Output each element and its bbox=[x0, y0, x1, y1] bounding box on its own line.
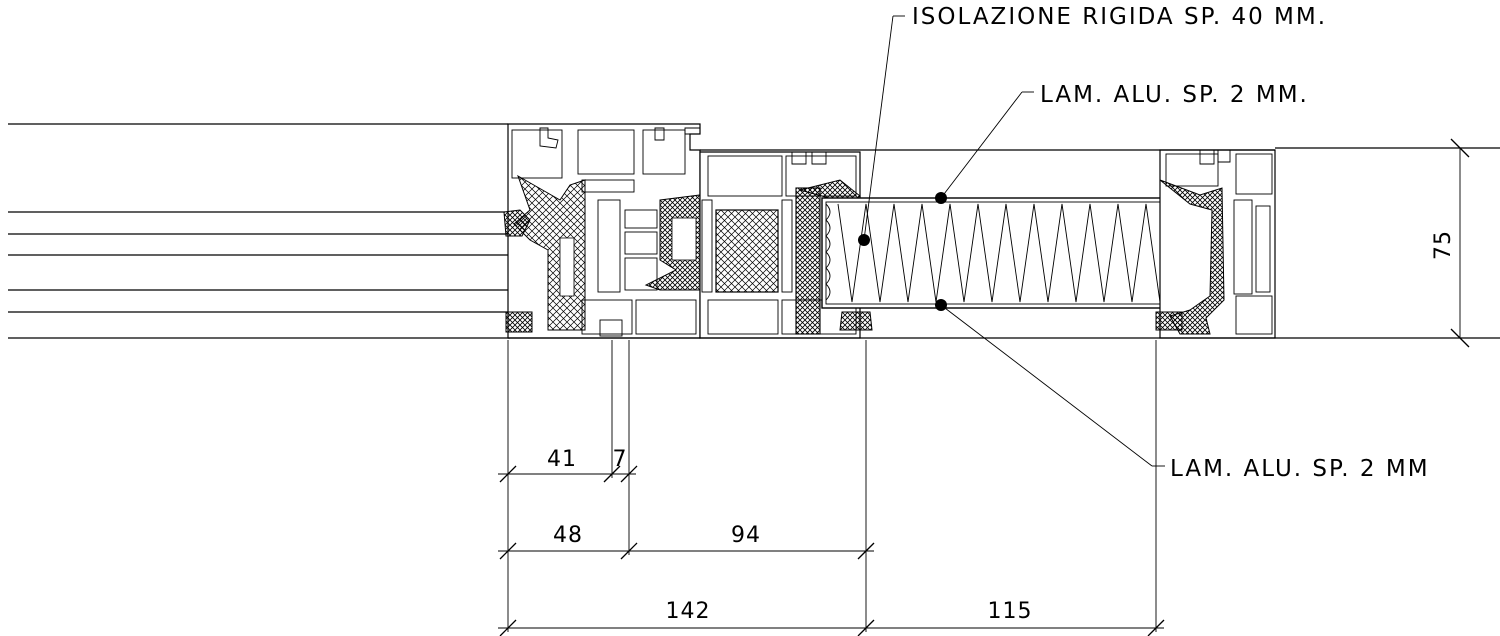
dimension-row-2 bbox=[498, 542, 875, 560]
dim-142: 142 bbox=[666, 599, 711, 624]
label-sheet-bottom: LAM. ALU. SP. 2 MM bbox=[1170, 456, 1430, 482]
right-frame-profile bbox=[1155, 149, 1276, 339]
dim-75: 75 bbox=[1431, 230, 1456, 260]
dim-7: 7 bbox=[613, 447, 628, 472]
dim-41: 41 bbox=[547, 447, 577, 472]
leader-insulation bbox=[858, 15, 905, 246]
dimension-row-1 bbox=[498, 465, 638, 483]
insulated-panel bbox=[795, 179, 1203, 335]
dim-48: 48 bbox=[553, 523, 583, 548]
dim-94: 94 bbox=[731, 523, 761, 548]
dimension-row-3 bbox=[498, 619, 1165, 636]
leader-sheet-bottom bbox=[935, 299, 1165, 467]
dimension-extension-lines bbox=[507, 340, 1157, 632]
leader-sheet-top bbox=[935, 91, 1034, 204]
label-sheet-top: LAM. ALU. SP. 2 MM. bbox=[1040, 82, 1309, 108]
height-dimension bbox=[1450, 138, 1470, 348]
glazing-unit bbox=[8, 123, 547, 339]
window-frame-profile bbox=[503, 123, 701, 339]
dim-115: 115 bbox=[988, 599, 1033, 624]
label-insulation: ISOLAZIONE RIGIDA SP. 40 MM. bbox=[912, 4, 1327, 30]
